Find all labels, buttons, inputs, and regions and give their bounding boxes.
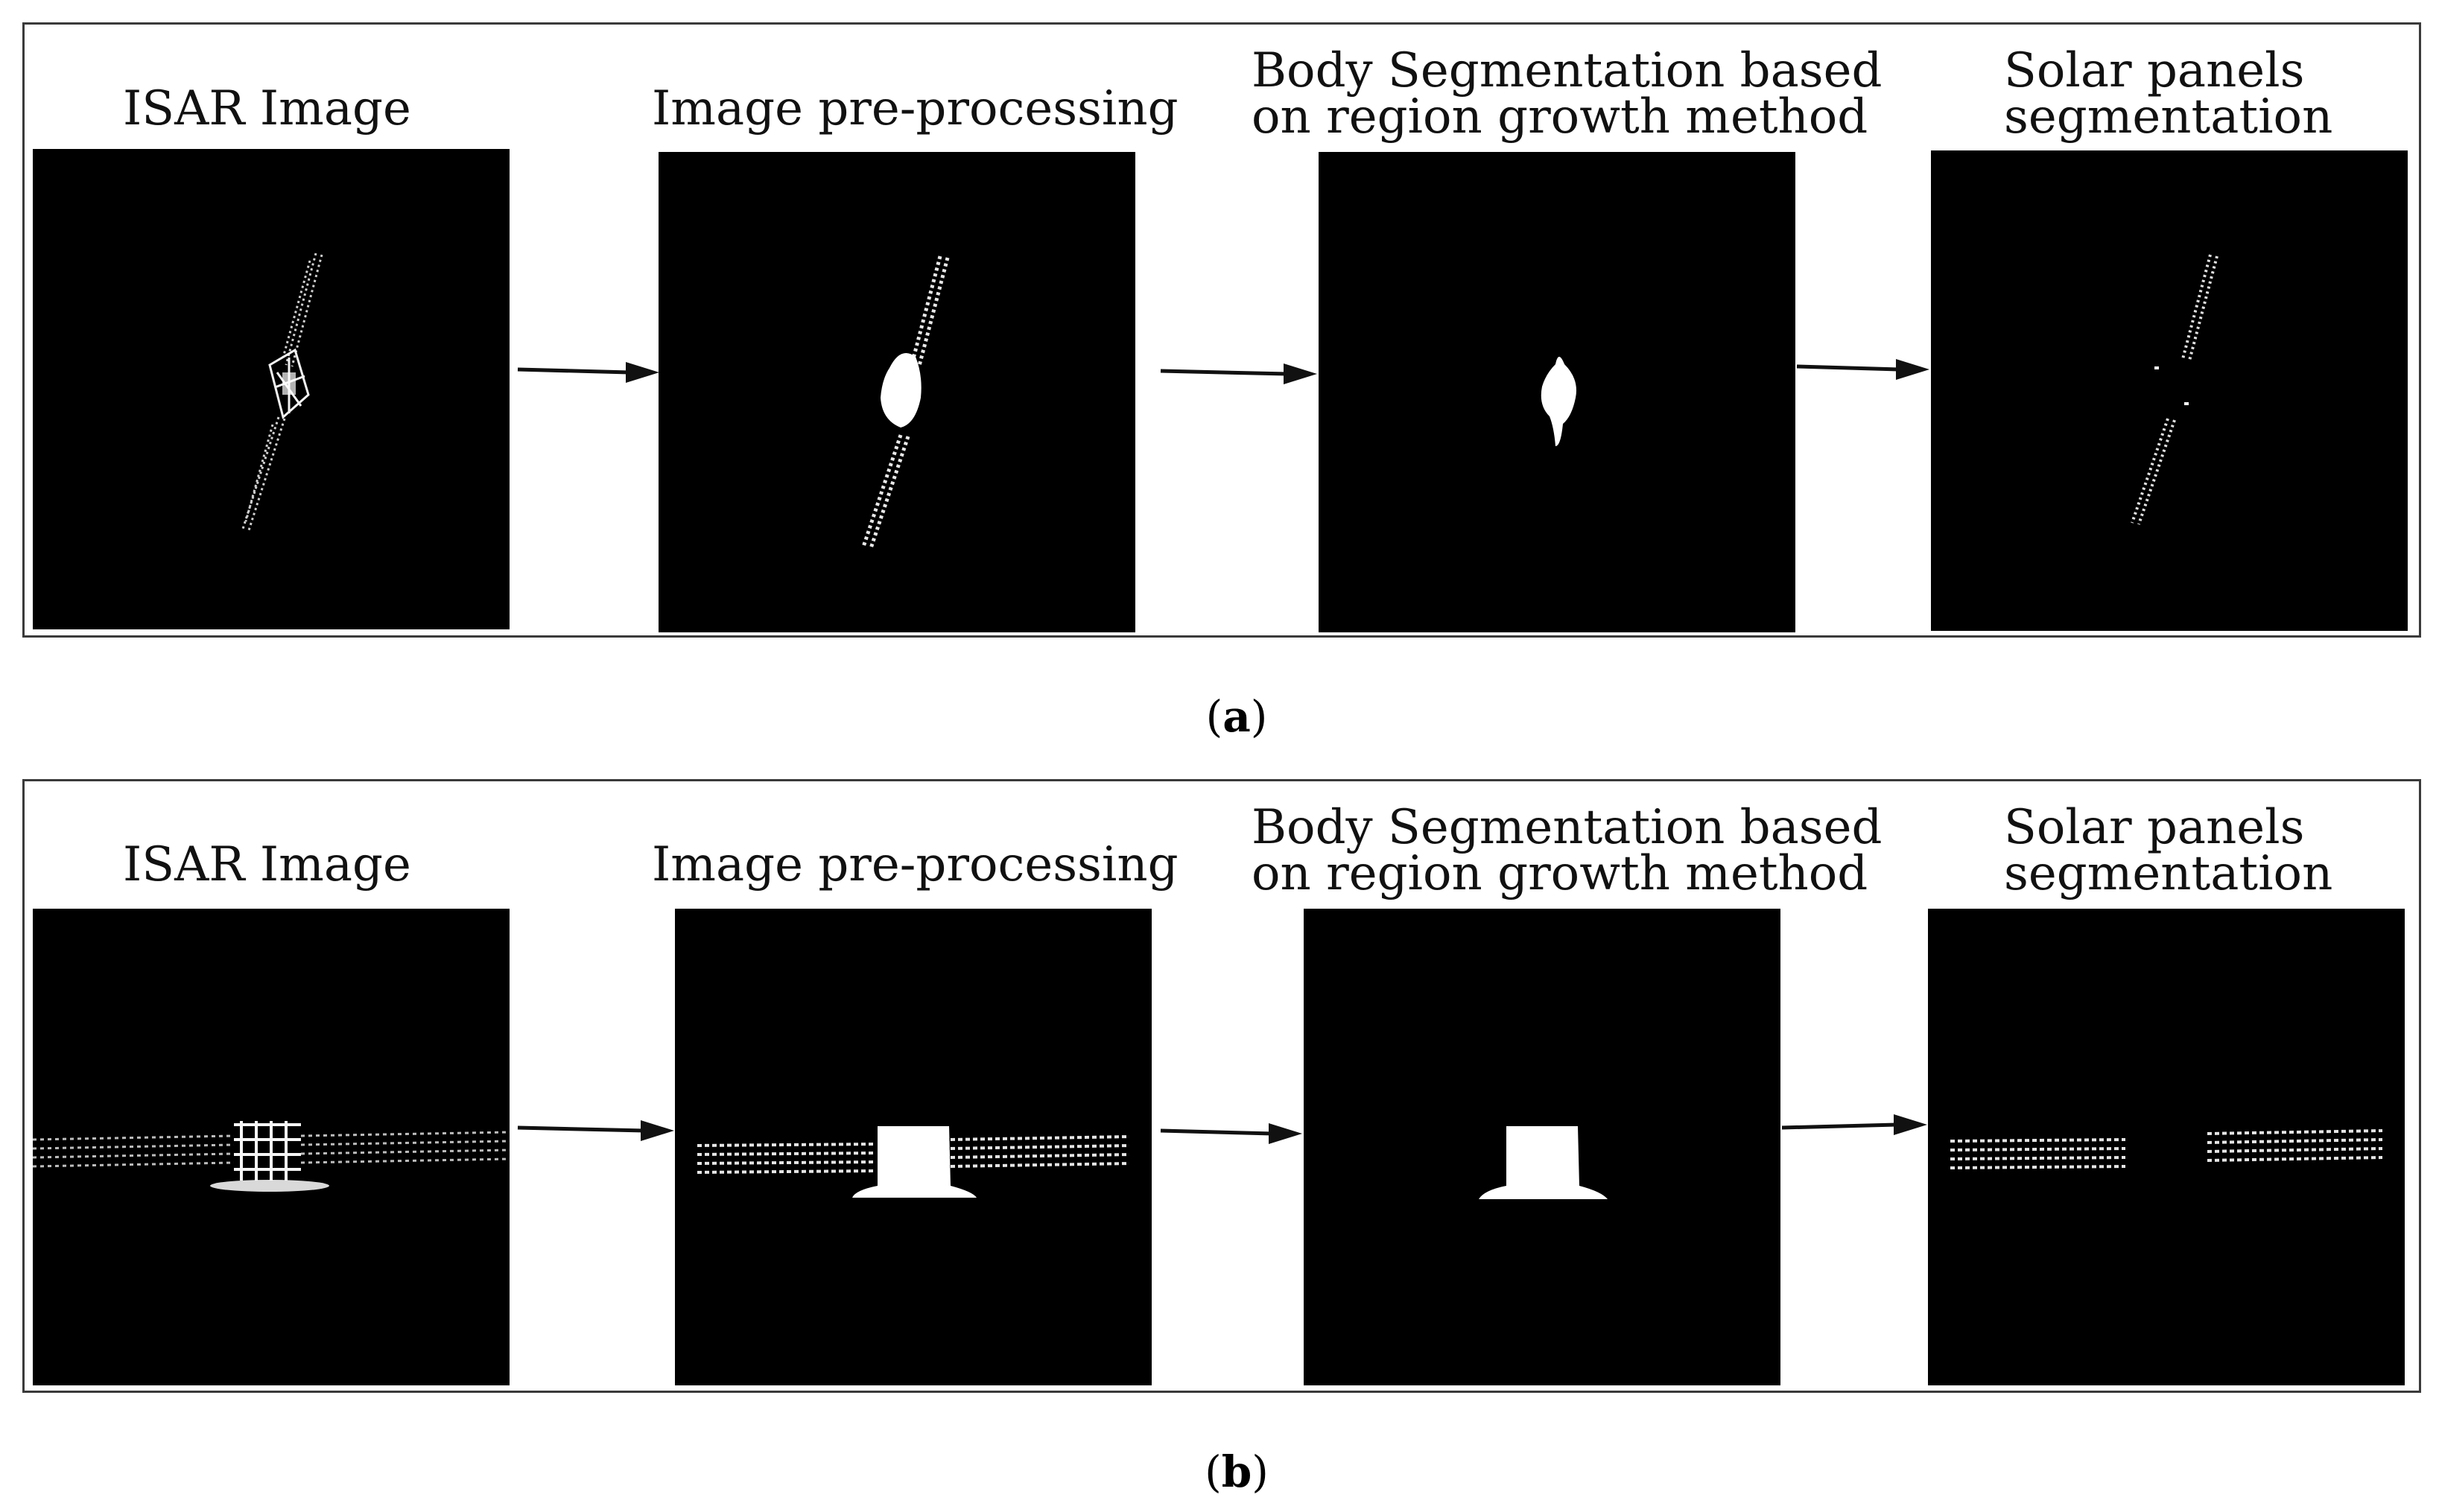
panel-b-arrow-1	[517, 1114, 674, 1144]
panel-a-body-segmentation-image	[1319, 152, 1795, 632]
panel-b-stage4-label: Solar panels segmentation	[2004, 800, 2333, 901]
panel-b-solar-panels-image	[1928, 909, 2405, 1385]
panel-a-solar-panels-image	[1931, 150, 2408, 631]
panel-b-stage3-label: Body Segmentation based on region growth…	[1252, 800, 1883, 901]
body-only-tilted-graphic	[1541, 357, 1576, 446]
body-only-horizontal-graphic	[1479, 1126, 1608, 1199]
panel-a-stage4-label: Solar panels segmentation	[2004, 43, 2333, 144]
panel-a-arrow-2	[1160, 358, 1317, 387]
panels-only-tilted-graphic	[2131, 254, 2218, 525]
panel-a-isar-image	[33, 149, 510, 629]
panel-a-arrow-3	[1796, 353, 1929, 383]
panel-b-body-segmentation-image	[1304, 909, 1780, 1385]
panel-b-stage2-label: Image pre-processing	[652, 837, 1179, 892]
panel-b-caption: (b)	[1205, 1446, 1269, 1497]
panel-a-stage3-label: Body Segmentation based on region growth…	[1252, 43, 1883, 144]
panel-a-preprocessed-image	[659, 152, 1135, 632]
panels-only-horizontal-graphic	[1950, 1129, 2383, 1169]
panel-b-isar-image	[33, 909, 510, 1385]
panel-a-arrow-1	[517, 356, 659, 386]
panel-b-arrow-3	[1781, 1111, 1927, 1141]
panel-a-stage1-label: ISAR Image	[123, 81, 411, 136]
preprocessed-horizontal-satellite-graphic	[697, 1126, 1130, 1198]
preprocessed-tilted-satellite-graphic	[861, 255, 950, 549]
panel-a-stage2-label: Image pre-processing	[652, 81, 1179, 136]
panel-b-stage1-label: ISAR Image	[123, 837, 411, 892]
panel-b-preprocessed-image	[675, 909, 1152, 1385]
raw-isar-horizontal-satellite-graphic	[33, 1121, 510, 1192]
panel-b-arrow-2	[1160, 1117, 1302, 1147]
panel-a-caption: (a)	[1205, 691, 1268, 742]
raw-isar-tilted-satellite-graphic	[241, 252, 323, 531]
